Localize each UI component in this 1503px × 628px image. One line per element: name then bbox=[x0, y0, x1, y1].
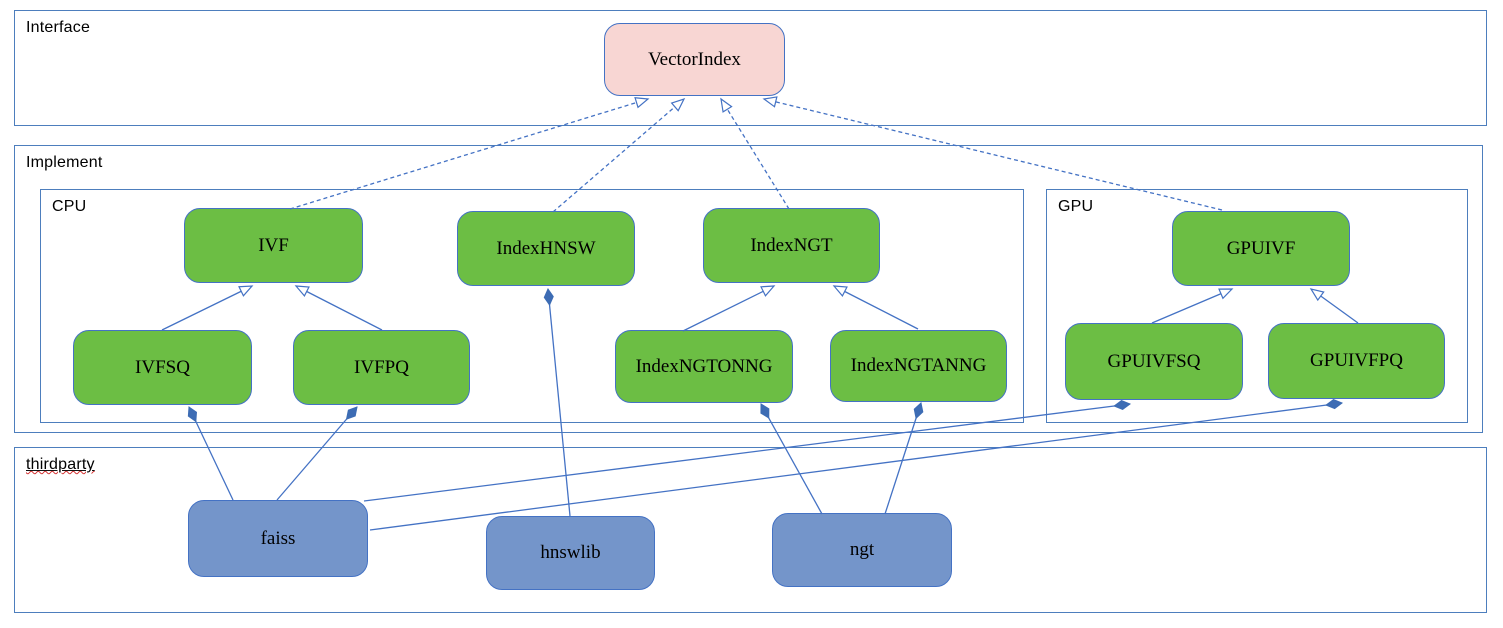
node-ivfsq: IVFSQ bbox=[73, 330, 252, 405]
node-gpuivfsq-label: GPUIVFSQ bbox=[1107, 350, 1201, 372]
node-indexngt: IndexNGT bbox=[703, 208, 880, 283]
node-vectorindex-label: VectorIndex bbox=[648, 48, 741, 70]
node-hnswlib: hnswlib bbox=[486, 516, 655, 590]
node-hnswlib-label: hnswlib bbox=[540, 542, 601, 563]
node-indexngtonng-label: IndexNGTONNG bbox=[635, 355, 773, 377]
implement-layer-label: Implement bbox=[26, 154, 103, 171]
node-gpuivf-label: GPUIVF bbox=[1226, 237, 1296, 259]
node-ivfpq: IVFPQ bbox=[293, 330, 470, 405]
node-indexngtanng-label: IndexNGTANNG bbox=[850, 355, 987, 376]
node-gpuivfpq-label: GPUIVFPQ bbox=[1310, 350, 1403, 371]
node-gpuivfpq: GPUIVFPQ bbox=[1268, 323, 1445, 399]
node-faiss-label: faiss bbox=[260, 527, 296, 549]
node-ivf: IVF bbox=[184, 208, 363, 283]
node-gpuivfsq: GPUIVFSQ bbox=[1065, 323, 1243, 400]
node-indexhnsw-label: IndexHNSW bbox=[496, 237, 596, 259]
node-indexngtanng: IndexNGTANNG bbox=[830, 330, 1007, 402]
thirdparty-layer-label: thirdparty bbox=[26, 456, 95, 473]
node-ngt: ngt bbox=[772, 513, 952, 587]
node-vectorindex: VectorIndex bbox=[604, 23, 785, 96]
interface-layer-label: Interface bbox=[26, 19, 91, 36]
cpu-group-label: CPU bbox=[52, 198, 87, 215]
gpu-group-label: GPU bbox=[1058, 198, 1094, 215]
node-ivfpq-label: IVFPQ bbox=[354, 356, 409, 378]
node-ivf-label: IVF bbox=[258, 234, 289, 256]
node-ngt-label: ngt bbox=[849, 539, 875, 560]
node-gpuivf: GPUIVF bbox=[1172, 211, 1350, 286]
node-indexhnsw: IndexHNSW bbox=[457, 211, 635, 286]
node-indexngt-label: IndexNGT bbox=[750, 234, 833, 256]
node-indexngtonng: IndexNGTONNG bbox=[615, 330, 793, 403]
node-ivfsq-label: IVFSQ bbox=[135, 356, 190, 378]
node-faiss: faiss bbox=[188, 500, 368, 577]
